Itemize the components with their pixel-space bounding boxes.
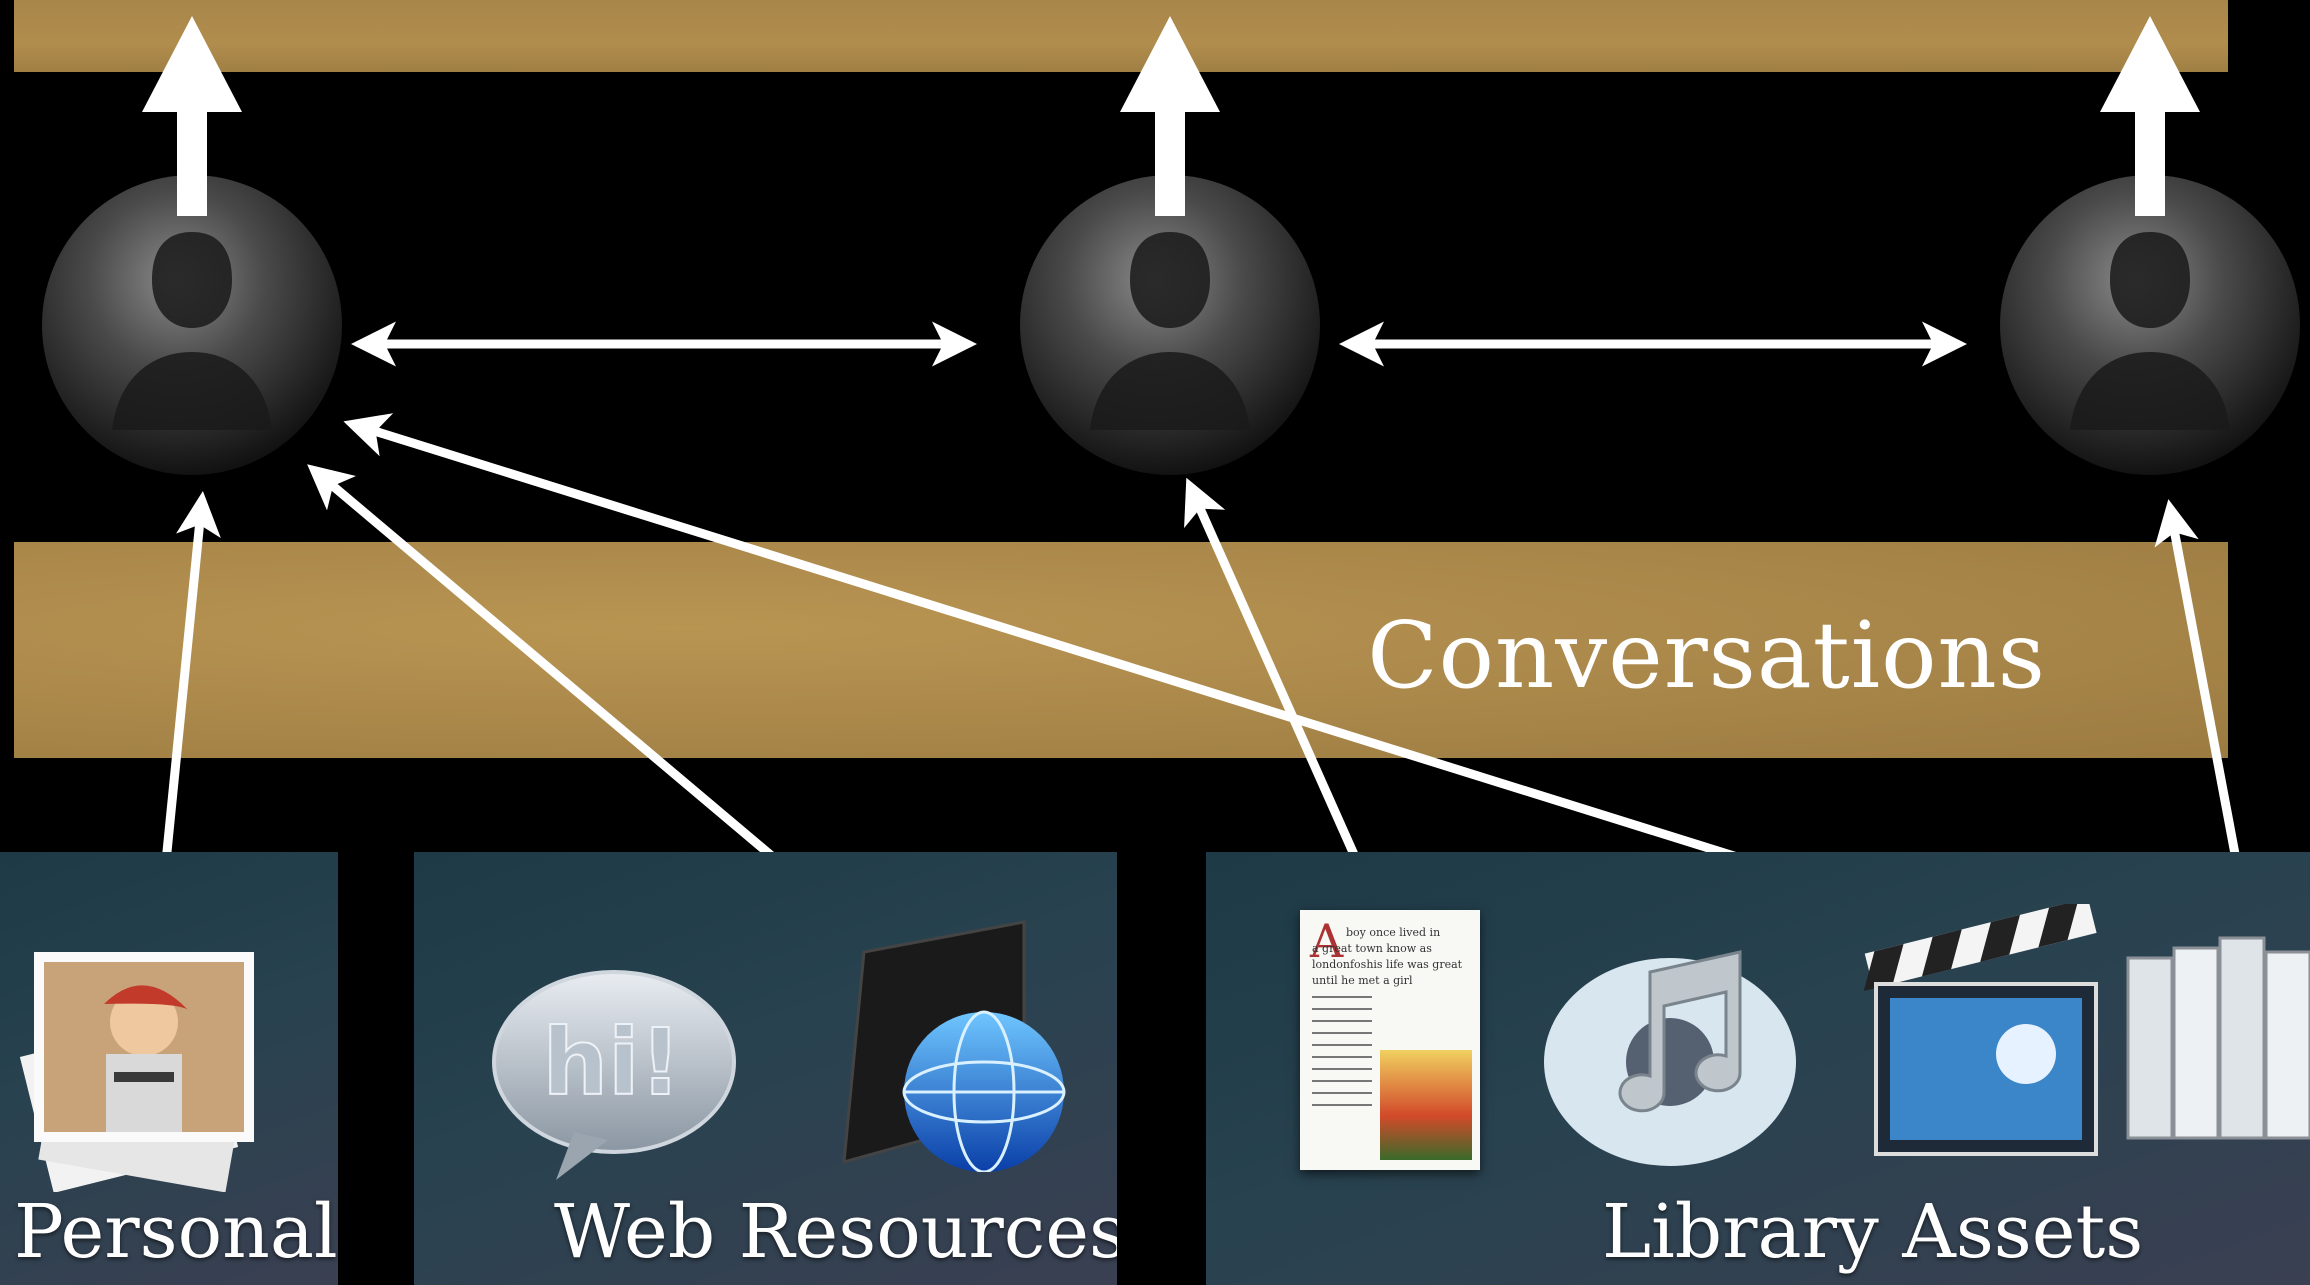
arrow-personal-to-person-1 [157, 491, 221, 903]
document-line-3: londonfoshis life was great [1312, 958, 1463, 971]
photos-icon [19, 952, 254, 1192]
web-resources-label: Web Resources [554, 1189, 1117, 1275]
document-dropcap: A [1310, 914, 1344, 968]
panel-personal: Personal [0, 852, 338, 1285]
arrow-web-to-person-1 [307, 464, 853, 926]
top-band [14, 0, 2228, 72]
web-globe-icon [842, 920, 1066, 1172]
books-icon [2126, 936, 2310, 1140]
up-arrow-2 [1120, 16, 1220, 216]
person-3 [2000, 175, 2300, 475]
document-icon: A boy once lived in a great town know as… [1300, 910, 1480, 1170]
music-icon [1544, 950, 1796, 1166]
person-1 [42, 175, 342, 475]
document-text-lines [1312, 996, 1372, 1116]
up-arrow-3 [2100, 16, 2200, 216]
conversations-band: Conversations [14, 542, 2228, 758]
document-line-4: until he met a girl [1312, 974, 1413, 987]
conversations-label: Conversations [1367, 602, 2046, 709]
panel-library-assets: A boy once lived in a great town know as… [1206, 852, 2310, 1285]
person-2 [1020, 175, 1320, 475]
library-assets-label: Library Assets [1602, 1189, 2144, 1275]
ichat-icon: hi! [492, 970, 736, 1180]
arrow-books-to-person-3 [2154, 499, 2249, 903]
personal-label: Personal [14, 1189, 338, 1275]
movie-clapper-icon [1863, 904, 2098, 1156]
chat-text: hi! [543, 1009, 682, 1116]
panel-web-resources: hi! Web Resources [414, 852, 1117, 1285]
arrow-movie-to-person-1 [343, 413, 1896, 911]
arrow-document-to-person-2 [1184, 477, 1365, 870]
document-line-2: a great town know as [1312, 942, 1432, 955]
up-arrow-1 [142, 16, 242, 216]
document-photo [1380, 1050, 1472, 1160]
document-line-1: boy once lived in [1346, 926, 1441, 939]
